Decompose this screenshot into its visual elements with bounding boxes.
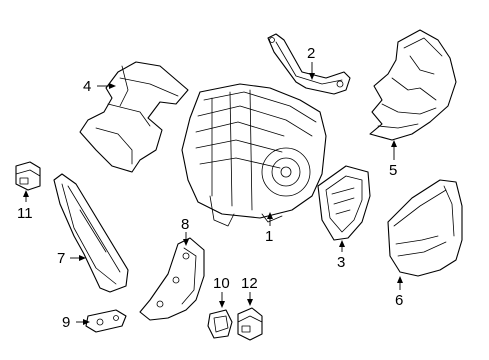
part-9-clamp [85, 309, 127, 333]
part-5-right-heat-shield [369, 29, 457, 141]
part-8-mounting-bracket [139, 237, 205, 321]
part-2-bracket-bar [267, 33, 351, 95]
part-4-upper-heat-shield [79, 61, 189, 173]
callout-labels: 4 2 5 1 3 6 11 7 8 9 10 12 [17, 45, 403, 331]
callout-1: 1 [265, 228, 273, 245]
part-3-gasket-plate [317, 165, 371, 241]
callout-6: 6 [395, 292, 403, 309]
callout-3: 3 [337, 254, 345, 271]
callout-2: 2 [307, 45, 315, 62]
callout-8: 8 [181, 216, 189, 233]
callout-9: 9 [62, 314, 70, 331]
part-7-triangular-brace [53, 173, 129, 293]
callout-4: 4 [83, 78, 91, 95]
part-6-right-housing [387, 179, 463, 277]
callout-5: 5 [389, 162, 397, 179]
callout-11: 11 [17, 205, 33, 222]
callout-12: 12 [241, 275, 258, 292]
part-12-block-connector [237, 307, 263, 341]
callout-7: 7 [57, 250, 65, 267]
leader-lines [23, 62, 403, 325]
callout-10: 10 [213, 275, 230, 292]
part-10-grommet [207, 309, 233, 339]
part-1-main-housing [181, 83, 327, 227]
part-11-connector [15, 161, 41, 191]
